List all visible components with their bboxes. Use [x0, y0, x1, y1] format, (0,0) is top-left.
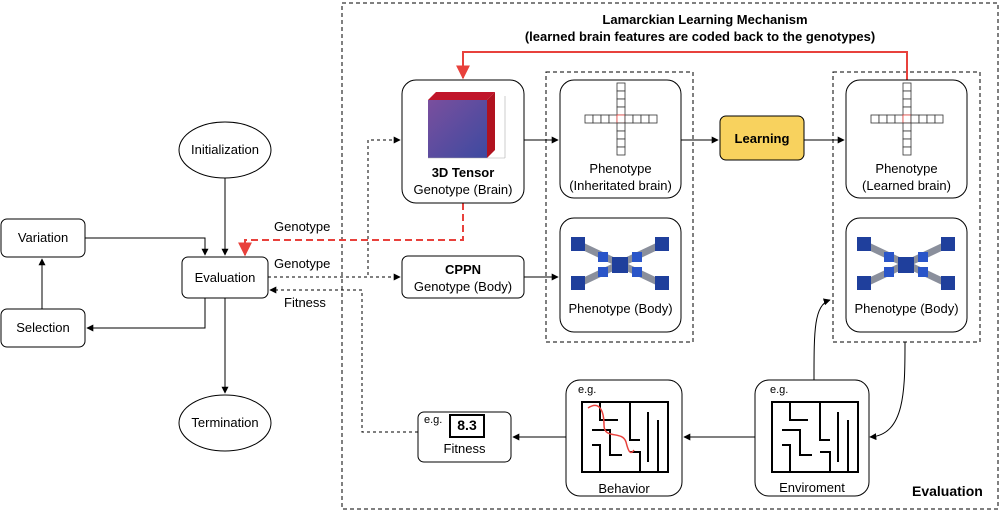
learning-label: Learning	[734, 131, 790, 146]
behavior-eg: e.g.	[578, 384, 597, 396]
phenotype-body-left-label: Phenotype (Body)	[568, 301, 673, 316]
fitness-value-box	[449, 414, 485, 438]
phenotype-body-right-label: Phenotype (Body)	[854, 301, 959, 316]
arrow-fitness-return	[269, 286, 418, 433]
arrow-eval-to-selection	[86, 298, 206, 332]
evaluation-region-label: Evaluation	[912, 483, 983, 499]
phenotype-group-left	[545, 71, 694, 343]
diagram-title-line1: Lamarckian Learning Mechanism	[602, 12, 808, 27]
environment-eg: e.g.	[770, 384, 789, 396]
variation-label: Variation	[17, 230, 69, 245]
brain-grid-icon-left	[584, 82, 658, 156]
tensor-subtitle: Genotype (Brain)	[413, 182, 513, 197]
tensor-cube-image	[428, 92, 506, 159]
fitness-return-label: Fitness	[284, 295, 326, 310]
tensor-title: 3D Tensor	[431, 165, 495, 180]
cppn-subtitle: Genotype (Body)	[413, 279, 513, 294]
genotype-feedback-label: Genotype	[274, 219, 331, 234]
brain-grid-icon-right	[870, 82, 944, 156]
fitness-value: 8.3	[457, 417, 477, 433]
evaluation-label: Evaluation	[194, 270, 256, 285]
learning-node	[719, 115, 805, 161]
phenotype-inherited-line2: (Inheritated brain)	[569, 178, 672, 193]
selection-label: Selection	[16, 320, 70, 335]
robot-body-image-right	[857, 237, 955, 290]
cppn-title: CPPN	[444, 262, 482, 277]
environment-label: Enviroment	[779, 480, 845, 495]
maze-image-behavior	[581, 401, 669, 473]
fitness-eg: e.g.	[424, 414, 443, 426]
arrow-environment-to-body	[813, 298, 831, 381]
arrow-eval-to-tensor	[346, 136, 401, 278]
termination-label: Termination	[191, 415, 259, 430]
environment-node	[754, 379, 870, 497]
fitness-label: Fitness	[443, 441, 486, 456]
phenotype-inherited-line1: Phenotype	[589, 161, 652, 176]
initialization-label: Initialization	[191, 142, 259, 157]
diagram-title-line2: (learned brain features are coded back t…	[524, 29, 876, 44]
selection-node	[0, 308, 86, 348]
arrow-learned-to-environment	[869, 341, 906, 441]
arrow-variation-to-eval	[85, 237, 209, 256]
behavior-trajectory	[587, 404, 635, 454]
maze-image-environment	[771, 401, 859, 473]
phenotype-learned-line2: (Learned brain)	[862, 178, 951, 193]
arrow-brain-genotype-feedback	[238, 203, 464, 257]
robot-body-image-left	[571, 237, 669, 290]
behavior-label: Behavior	[598, 481, 650, 496]
arrow-lamarckian-feedback	[456, 51, 908, 80]
genotype-cppn-label: Genotype	[274, 256, 331, 271]
termination-node	[178, 394, 272, 452]
phenotype-learned-line1: Phenotype	[875, 161, 938, 176]
